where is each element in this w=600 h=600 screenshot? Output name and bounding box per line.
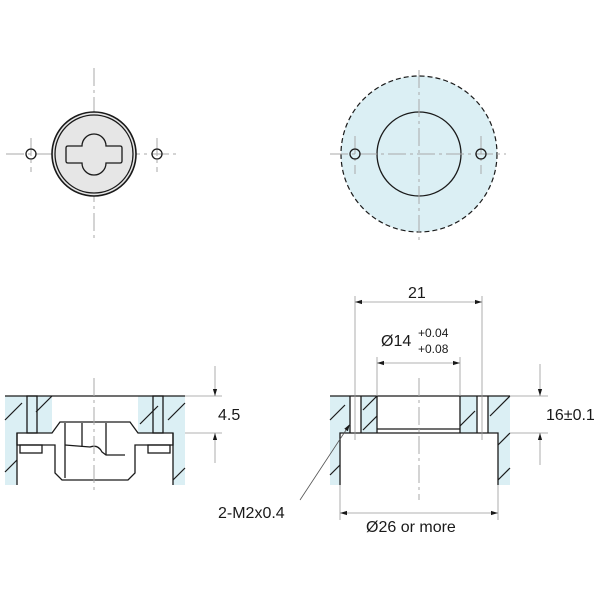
panel-cutout-view: [330, 70, 506, 240]
screw-head-left: [19, 444, 43, 454]
dim-bore-tol-lower: +0.08: [418, 342, 449, 356]
dim-width-21: 21: [408, 285, 426, 302]
dim-depth-4-5: 4.5: [218, 407, 240, 424]
screw-head-right: [147, 444, 171, 454]
dim-bore-tol-upper: +0.04: [418, 326, 449, 340]
dim-cavity-diameter: Ø26 or more: [366, 519, 456, 536]
panel-section-view: 21 Ø14 +0.04 +0.08 16±0.1 Ø26 or more 2-…: [218, 285, 595, 536]
thread-callout: 2-M2x0.4: [218, 505, 285, 522]
dim-bore-diameter: Ø14: [381, 333, 411, 350]
installed-section-view: 4.5: [4, 366, 240, 492]
mount-hole-left: [25, 148, 37, 160]
dim-thickness: 16±0.1: [546, 407, 595, 424]
part-front-view: [6, 68, 180, 242]
mount-hole-right: [151, 148, 163, 160]
